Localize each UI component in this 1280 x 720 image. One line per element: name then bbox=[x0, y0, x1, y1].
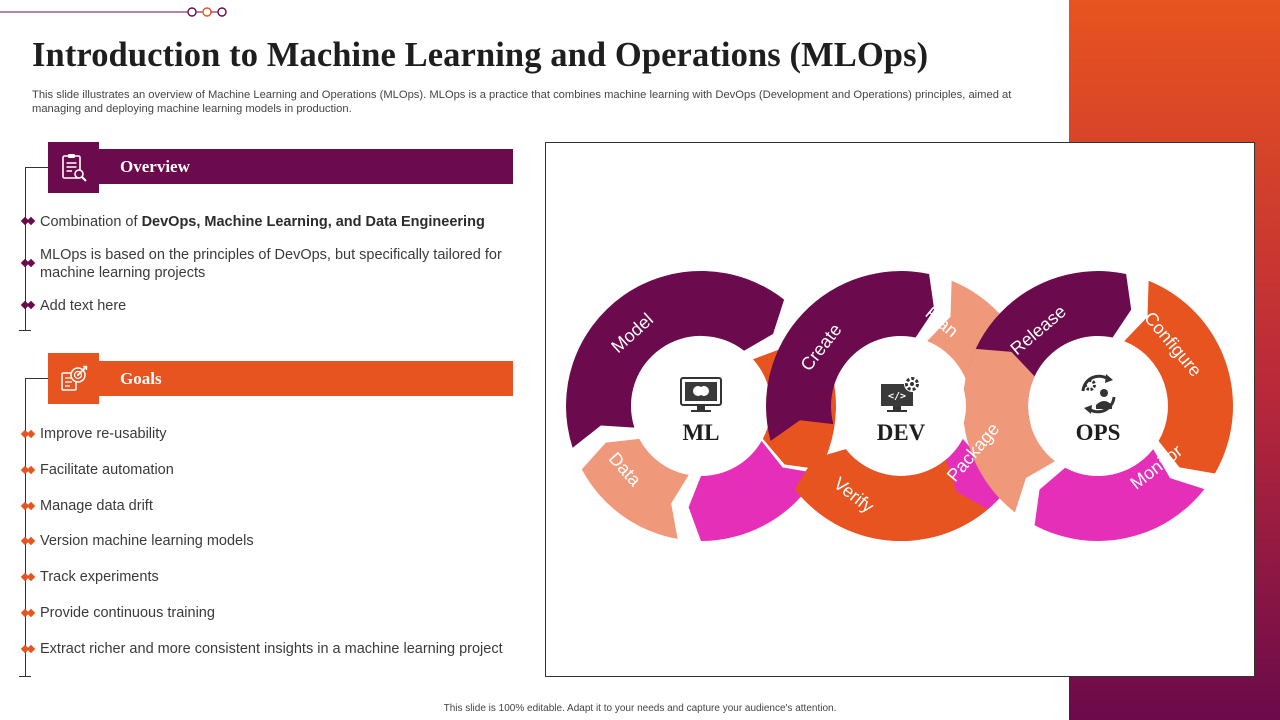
ops-node: OPS bbox=[1033, 341, 1163, 471]
ring-segment-verify bbox=[794, 449, 988, 542]
goals-item-3: Manage data drift bbox=[40, 498, 153, 514]
bullet-marker bbox=[20, 465, 37, 475]
ring-segment-ops-salmon bbox=[962, 348, 1055, 513]
overview-end-tick bbox=[19, 330, 31, 331]
goals-item-2: Facilitate automation bbox=[40, 462, 174, 478]
overview-item-1: Combination of DevOps, Machine Learning,… bbox=[40, 214, 485, 230]
footer-note: This slide is 100% editable. Adapt it to… bbox=[443, 703, 837, 714]
bullet-marker bbox=[20, 644, 37, 654]
monitor-code-gear-icon: </> bbox=[881, 376, 920, 412]
ml-label: ML bbox=[682, 420, 719, 445]
goals-end-tick bbox=[19, 676, 31, 677]
ring-segment-ml-magenta bbox=[688, 441, 818, 541]
goals-item-5: Track experiments bbox=[40, 569, 159, 585]
bullet-marker bbox=[20, 608, 37, 618]
overview-item-3: Add text here bbox=[40, 298, 127, 314]
ring-segment-data bbox=[581, 438, 689, 539]
goals-timeline-line bbox=[25, 378, 26, 676]
goals-heading: Goals bbox=[99, 361, 513, 396]
goals-connector bbox=[25, 378, 48, 379]
ops-label: OPS bbox=[1076, 420, 1121, 445]
page-subtitle: This slide illustrates an overview of Ma… bbox=[32, 89, 1012, 115]
monitor-brain-icon bbox=[680, 377, 722, 412]
ring-segment-configure bbox=[1124, 280, 1234, 474]
ml-node: ML bbox=[636, 341, 766, 471]
bullet-marker bbox=[20, 501, 37, 511]
bullet-marker bbox=[20, 258, 37, 268]
ring-segment-monitor bbox=[1034, 449, 1205, 542]
svg-text:</>: </> bbox=[888, 391, 906, 402]
dev-node: </> DEV bbox=[836, 341, 966, 471]
person-gears-icon bbox=[1081, 374, 1116, 414]
mlops-diagram-panel: ML </> DEV bbox=[545, 142, 1255, 677]
clipboard-search-icon bbox=[48, 142, 99, 193]
mlops-cycle-diagram: ML </> DEV bbox=[565, 270, 1234, 542]
bullet-marker bbox=[20, 536, 37, 546]
goals-item-4: Version machine learning models bbox=[40, 533, 254, 549]
bullet-marker bbox=[20, 572, 37, 582]
bullet-marker bbox=[20, 429, 37, 439]
dev-label: DEV bbox=[877, 420, 926, 445]
overview-timeline-line bbox=[25, 167, 26, 330]
target-document-icon bbox=[48, 353, 99, 404]
goals-item-6: Provide continuous training bbox=[40, 605, 215, 621]
bullet-marker bbox=[20, 300, 37, 310]
goals-item-7: Extract richer and more consistent insig… bbox=[40, 641, 503, 657]
ring-segment-model bbox=[565, 270, 785, 448]
overview-heading: Overview bbox=[99, 149, 513, 184]
goals-item-1: Improve re-usability bbox=[40, 426, 167, 442]
overview-connector bbox=[25, 167, 48, 168]
ring-segment-create bbox=[766, 271, 935, 441]
decorative-connector-line bbox=[0, 7, 227, 17]
bullet-marker bbox=[20, 216, 37, 226]
overview-item-2: MLOps is based on the principles of DevO… bbox=[40, 247, 502, 281]
page-title: Introduction to Machine Learning and Ope… bbox=[32, 36, 929, 74]
